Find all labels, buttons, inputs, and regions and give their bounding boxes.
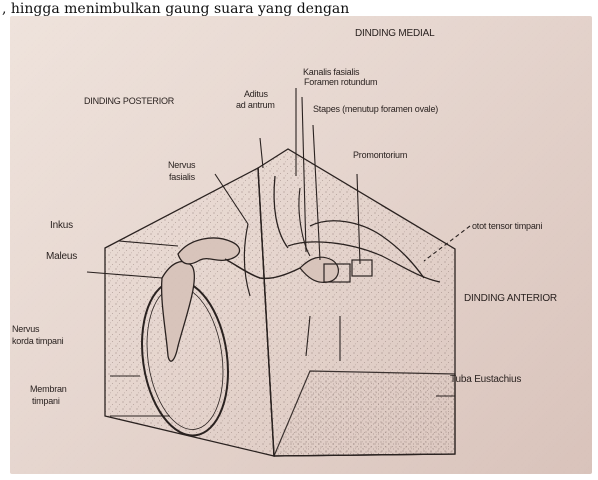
anatomy-figure-photo: DINDING MEDIAL DINDING POSTERIOR DINDING… (10, 16, 592, 474)
label-maleus: Maleus (46, 251, 77, 262)
label-stapes: Stapes (menutup foramen ovale) (313, 104, 438, 115)
label-promontorium: Promontorium (353, 150, 407, 161)
label-nervus-fasialis-1: Nervus (168, 160, 195, 171)
middle-ear-diagram (10, 16, 592, 474)
label-membran-2: timpani (32, 396, 60, 407)
label-dinding-anterior: DINDING ANTERIOR (464, 293, 557, 304)
label-nervus-korda-1: Nervus (12, 324, 39, 335)
label-otot-tensor-timpani: otot tensor timpani (472, 221, 542, 232)
label-tuba-eustachius: Tuba Eustachius (450, 374, 521, 385)
label-dinding-posterior: DINDING POSTERIOR (84, 96, 174, 107)
label-dinding-medial: DINDING MEDIAL (355, 28, 434, 39)
label-foramen-rotundum: Foramen rotundum (304, 77, 377, 88)
label-nervus-korda-2: korda timpani (12, 336, 63, 347)
label-aditus-2: ad antrum (236, 100, 275, 111)
label-nervus-fasialis-2: fasialis (169, 172, 195, 183)
label-aditus-1: Aditus (244, 89, 268, 100)
label-membran-1: Membran (30, 384, 67, 395)
label-inkus: Inkus (50, 220, 73, 231)
